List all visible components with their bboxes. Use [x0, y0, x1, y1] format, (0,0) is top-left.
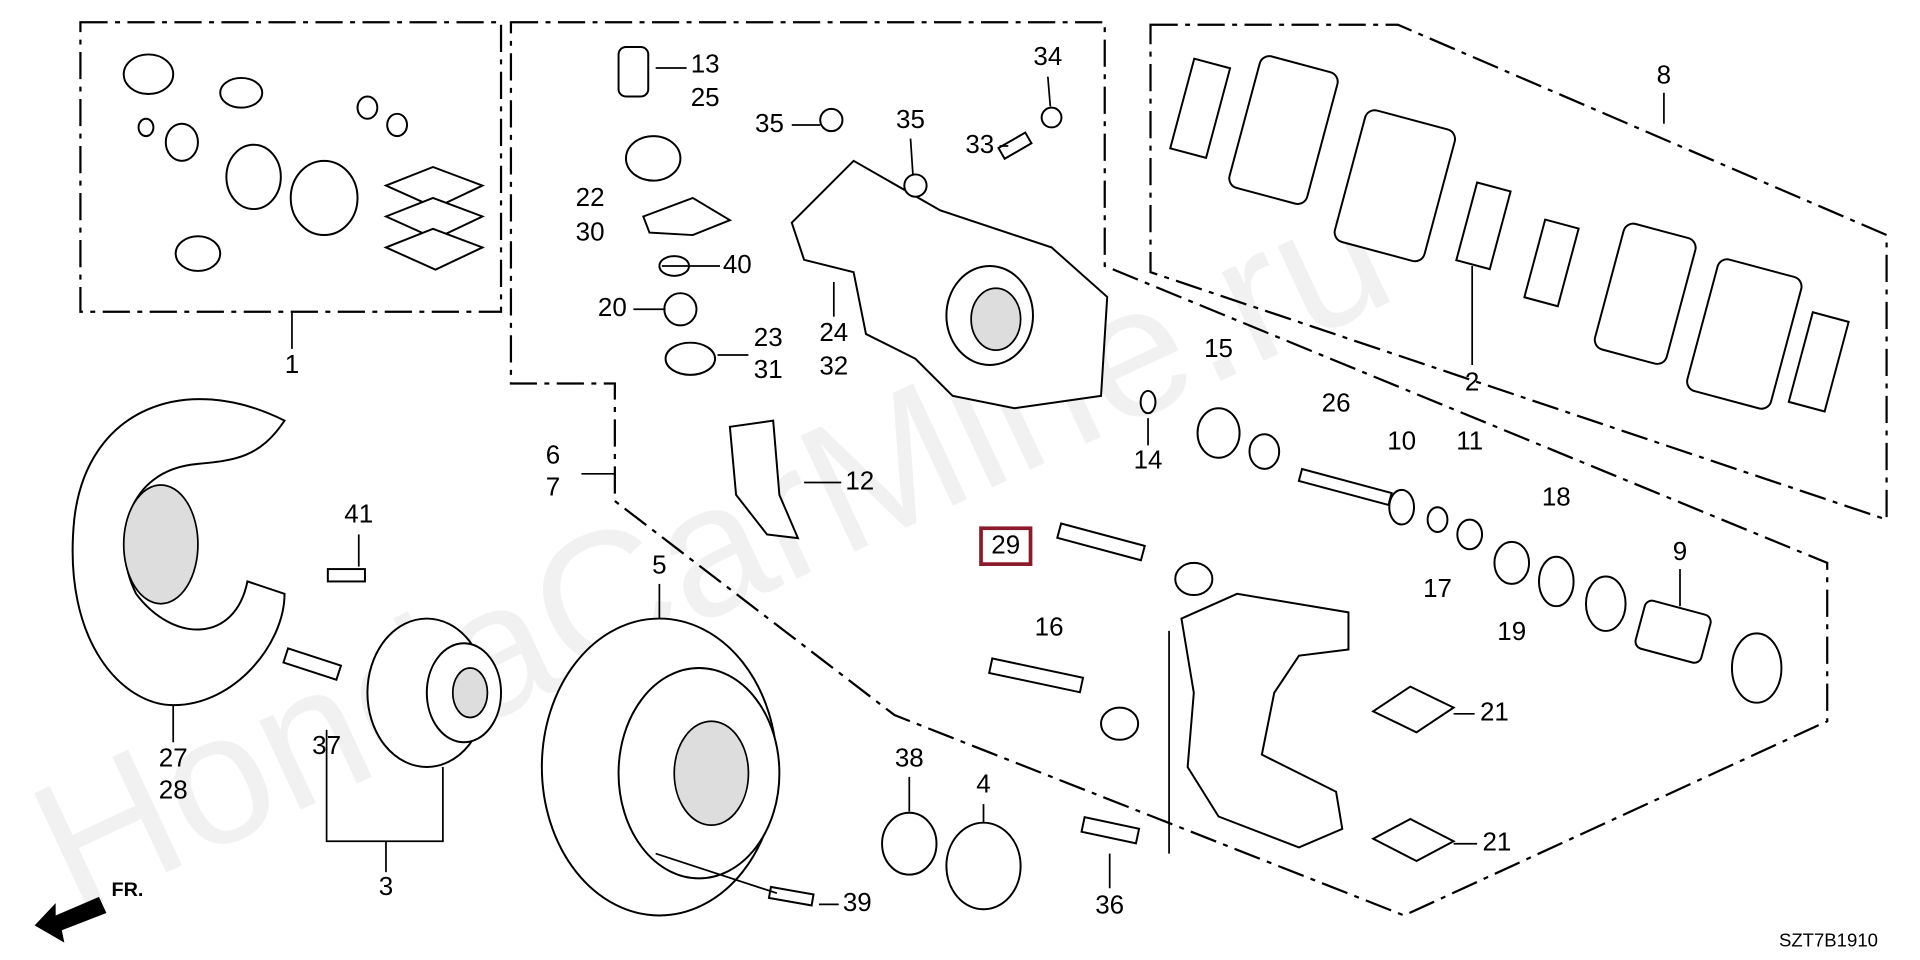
pad-group-box — [1149, 23, 1888, 522]
callout-30[interactable]: 30 — [576, 217, 605, 247]
callout-9[interactable]: 9 — [1673, 536, 1687, 566]
callout-37[interactable]: 37 — [312, 730, 341, 760]
diagram-code: SZT7B1910 — [1779, 929, 1878, 950]
callout-33[interactable]: 33 — [965, 129, 994, 159]
highlight-box-29 — [979, 526, 1033, 566]
caliper-bracket — [1180, 592, 1350, 849]
callout-11[interactable]: 11 — [1456, 426, 1483, 456]
kit-group-box — [79, 21, 503, 313]
callout-13[interactable]: 13 — [691, 48, 720, 78]
callout-19[interactable]: 19 — [1497, 616, 1526, 646]
callout-4[interactable]: 4 — [976, 768, 990, 798]
callout-6[interactable]: 6 — [546, 439, 560, 469]
callout-28[interactable]: 28 — [159, 775, 188, 805]
callout-31[interactable]: 31 — [754, 354, 783, 384]
callout-1[interactable]: 1 — [285, 349, 299, 379]
callout-14[interactable]: 14 — [1134, 444, 1163, 474]
callout-29[interactable]: 29 — [991, 530, 1020, 560]
callout-32[interactable]: 32 — [819, 350, 848, 380]
callout-35-left[interactable]: 35 — [755, 108, 784, 138]
callout-2[interactable]: 2 — [1465, 366, 1479, 396]
callout-21-lower[interactable]: 21 — [1482, 827, 1511, 857]
callout-36[interactable]: 36 — [1095, 890, 1124, 920]
callout-26[interactable]: 26 — [1322, 387, 1351, 417]
caliper-group-box — [509, 21, 1829, 917]
callout-7[interactable]: 7 — [546, 472, 560, 502]
callout-24[interactable]: 24 — [819, 317, 848, 347]
callout-27[interactable]: 27 — [159, 742, 188, 772]
caliper-body — [790, 159, 1109, 410]
callout-15[interactable]: 15 — [1204, 333, 1233, 363]
callout-16[interactable]: 16 — [1035, 611, 1064, 641]
callout-35-right[interactable]: 35 — [896, 104, 925, 134]
callout-22[interactable]: 22 — [576, 182, 605, 212]
callout-40[interactable]: 40 — [723, 249, 752, 279]
callout-3[interactable]: 3 — [379, 871, 393, 901]
callout-41[interactable]: 41 — [344, 499, 373, 529]
callout-21-upper[interactable]: 21 — [1480, 697, 1509, 727]
callout-25[interactable]: 25 — [691, 82, 720, 112]
callout-39[interactable]: 39 — [843, 887, 872, 917]
brake-pad — [1228, 55, 1339, 205]
callout-34[interactable]: 34 — [1033, 41, 1062, 71]
callout-8[interactable]: 8 — [1657, 60, 1671, 90]
callout-10[interactable]: 10 — [1387, 426, 1416, 456]
callout-17[interactable]: 17 — [1423, 573, 1452, 603]
callout-12[interactable]: 12 — [845, 465, 874, 495]
callout-labels: 1 2 3 4 5 6 7 8 9 10 11 12 13 25 14 15 1… — [159, 41, 1687, 920]
callout-18[interactable]: 18 — [1542, 481, 1571, 511]
splash-guard — [71, 398, 286, 707]
callout-5[interactable]: 5 — [652, 549, 666, 579]
callout-20[interactable]: 20 — [598, 292, 627, 322]
front-direction-arrow: FR. — [34, 879, 143, 943]
callout-23[interactable]: 23 — [754, 322, 783, 352]
front-direction-label: FR. — [111, 879, 143, 901]
callout-38[interactable]: 38 — [895, 742, 924, 772]
